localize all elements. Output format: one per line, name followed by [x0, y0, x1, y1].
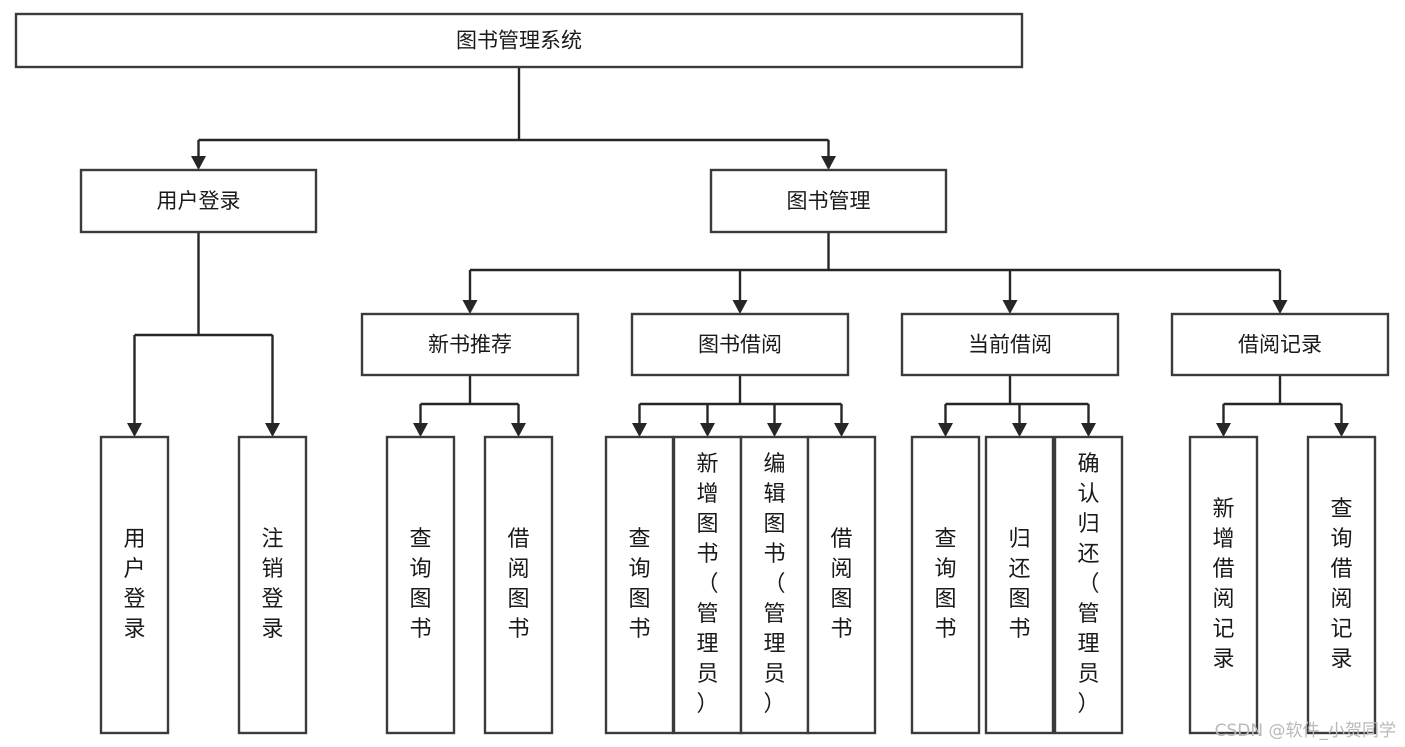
node-box[interactable]: [672, 435, 743, 735]
node-box[interactable]: [910, 435, 981, 735]
arrow-head-icon: [191, 156, 206, 170]
node-用户登录[interactable]: 用户登录: [79, 168, 318, 234]
node-box[interactable]: [630, 312, 850, 377]
node-box[interactable]: [483, 435, 554, 735]
node-查询图书[interactable]: 查询图书: [604, 435, 675, 735]
node-借阅记录[interactable]: 借阅记录: [1170, 312, 1390, 377]
arrow-head-icon: [821, 156, 836, 170]
node-编辑图书管理员[interactable]: 编辑图书（管理员）: [739, 435, 810, 735]
arrow-head-icon: [1081, 423, 1096, 437]
arrow-head-icon: [511, 423, 526, 437]
arrow-head-icon: [1002, 300, 1018, 314]
node-box[interactable]: [79, 168, 318, 234]
node-label: 新增图书（管理员）: [696, 452, 718, 717]
arrow-head-icon: [1012, 423, 1027, 437]
node-label: 当前借阅: [968, 333, 1052, 357]
node-label: 借阅图书: [830, 527, 852, 642]
node-box[interactable]: [1306, 435, 1377, 735]
node-label: 新书推荐: [428, 333, 512, 357]
node-box[interactable]: [739, 435, 810, 735]
node-box[interactable]: [984, 435, 1055, 735]
node-label: 借阅图书: [507, 527, 529, 642]
node-图书管理系统[interactable]: 图书管理系统: [14, 12, 1024, 69]
node-label: 查询图书: [628, 527, 650, 642]
connector-layer: [127, 67, 1349, 437]
node-当前借阅[interactable]: 当前借阅: [900, 312, 1120, 377]
arrow-head-icon: [265, 423, 280, 437]
arrow-head-icon: [732, 300, 748, 314]
node-查询图书[interactable]: 查询图书: [385, 435, 456, 735]
arrow-head-icon: [413, 423, 428, 437]
node-box[interactable]: [1053, 435, 1124, 735]
node-box[interactable]: [237, 435, 308, 735]
arrow-head-icon: [1272, 300, 1288, 314]
node-归还图书[interactable]: 归还图书: [984, 435, 1055, 735]
node-label: 编辑图书（管理员）: [763, 452, 785, 717]
node-box[interactable]: [1170, 312, 1390, 377]
node-box[interactable]: [604, 435, 675, 735]
node-label: 新增借阅记录: [1212, 497, 1234, 672]
arrow-head-icon: [767, 423, 782, 437]
node-box[interactable]: [360, 312, 580, 377]
arrow-head-icon: [700, 423, 715, 437]
arrow-head-icon: [127, 423, 142, 437]
arrow-head-icon: [632, 423, 647, 437]
node-box[interactable]: [99, 435, 170, 735]
node-box[interactable]: [385, 435, 456, 735]
node-label: 图书借阅: [698, 333, 782, 357]
node-借阅图书[interactable]: 借阅图书: [483, 435, 554, 735]
node-label: 归还图书: [1008, 527, 1030, 642]
node-box[interactable]: [1188, 435, 1259, 735]
node-新书推荐[interactable]: 新书推荐: [360, 312, 580, 377]
node-label: 图书管理系统: [456, 29, 582, 53]
node-box[interactable]: [14, 12, 1024, 69]
node-label: 查询图书: [934, 527, 956, 642]
node-label: 注销登录: [261, 527, 283, 642]
arrow-head-icon: [462, 300, 478, 314]
node-图书管理[interactable]: 图书管理: [709, 168, 948, 234]
node-新增图书管理员[interactable]: 新增图书（管理员）: [672, 435, 743, 735]
node-借阅图书[interactable]: 借阅图书: [806, 435, 877, 735]
node-label: 查询借阅记录: [1330, 497, 1352, 672]
node-box[interactable]: [806, 435, 877, 735]
node-label: 查询图书: [409, 527, 431, 642]
node-查询图书[interactable]: 查询图书: [910, 435, 981, 735]
node-label: 借阅记录: [1238, 333, 1322, 357]
arrow-head-icon: [938, 423, 953, 437]
node-box[interactable]: [709, 168, 948, 234]
watermark-label: CSDN @软件_小贺同学: [1215, 721, 1396, 741]
arrow-head-icon: [834, 423, 849, 437]
node-label: 图书管理: [787, 189, 871, 213]
node-图书借阅[interactable]: 图书借阅: [630, 312, 850, 377]
node-label: 用户登录: [123, 527, 145, 642]
node-查询借阅记录[interactable]: 查询借阅记录: [1306, 435, 1377, 735]
arrow-head-icon: [1216, 423, 1231, 437]
node-label: 确认归还（管理员）: [1077, 452, 1099, 717]
node-label: 用户登录: [157, 189, 241, 213]
node-box[interactable]: [900, 312, 1120, 377]
arrow-head-icon: [1334, 423, 1349, 437]
node-确认归还管理员[interactable]: 确认归还（管理员）: [1053, 435, 1124, 735]
node-layer: 图书管理系统用户登录用户登录注销登录图书管理新书推荐查询图书借阅图书图书借阅查询…: [14, 12, 1390, 735]
node-用户登录[interactable]: 用户登录: [99, 435, 170, 735]
node-新增借阅记录[interactable]: 新增借阅记录: [1188, 435, 1259, 735]
node-注销登录[interactable]: 注销登录: [237, 435, 308, 735]
